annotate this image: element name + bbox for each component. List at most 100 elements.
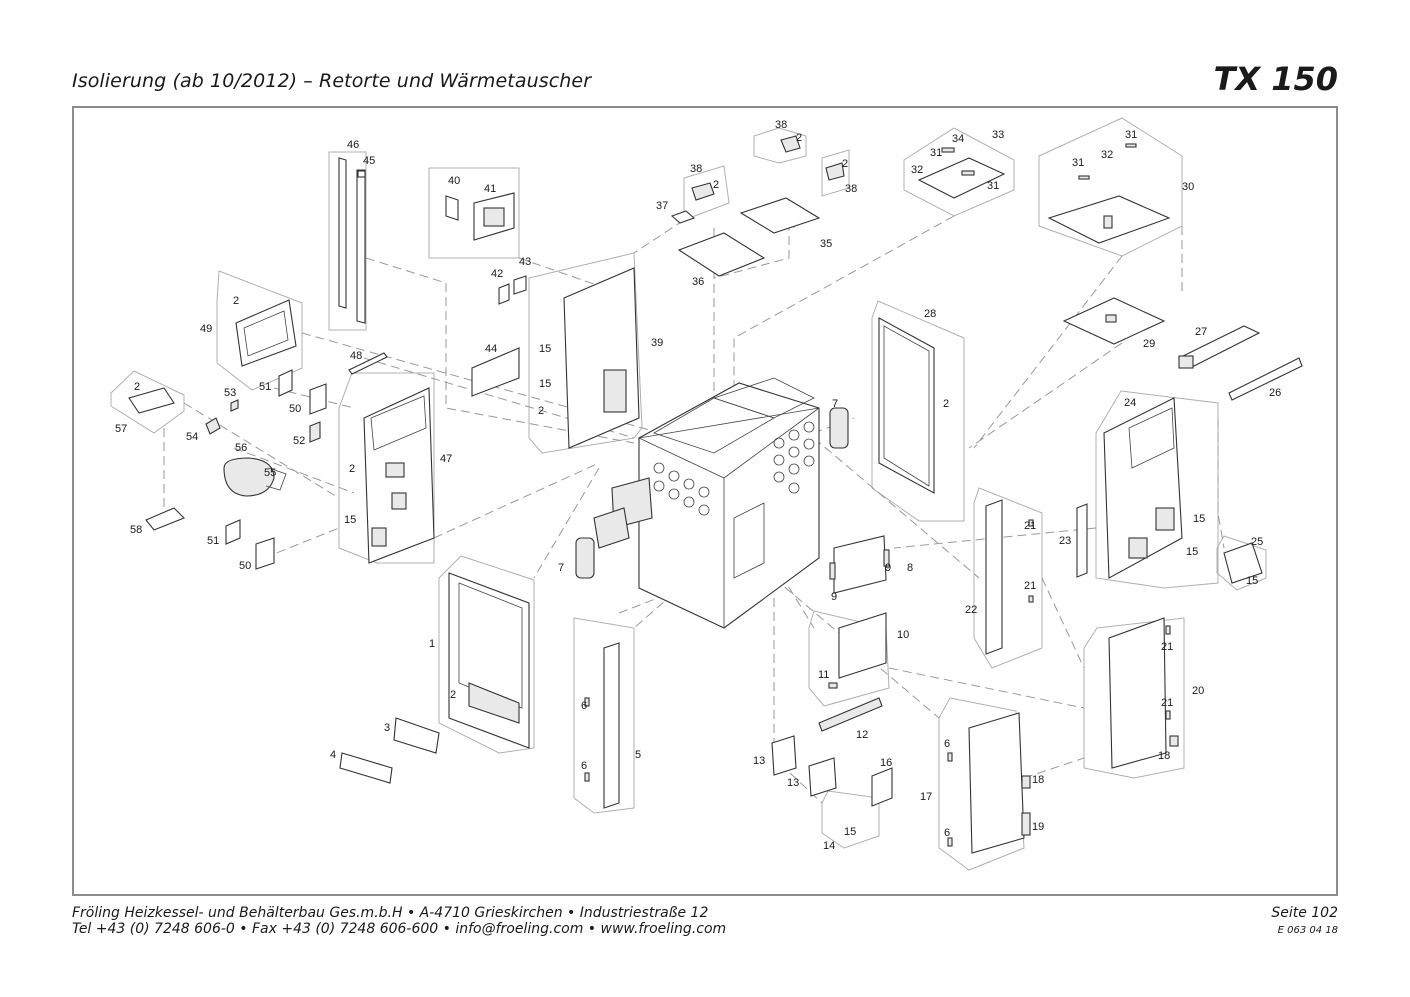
position-label: 2 <box>134 381 140 393</box>
part-7-cylinders <box>575 407 849 579</box>
part-39-panel <box>563 267 640 449</box>
position-label: 44 <box>485 343 497 355</box>
leader-lines <box>163 208 1225 804</box>
position-label: 58 <box>130 524 142 536</box>
position-label: 15 <box>539 378 551 390</box>
position-label: 14 <box>823 840 835 852</box>
part-13-14-16-blocks <box>771 735 893 807</box>
position-label: 50 <box>239 560 251 572</box>
position-label: 15 <box>1186 546 1198 558</box>
position-label: 7 <box>832 398 838 410</box>
position-label: 30 <box>1182 181 1194 193</box>
position-label: 2 <box>943 398 949 410</box>
position-label: 23 <box>1059 535 1071 547</box>
position-label: 24 <box>1124 397 1136 409</box>
position-label: 51 <box>259 381 271 393</box>
position-label: 48 <box>350 350 362 362</box>
part-23-strip <box>1076 503 1088 578</box>
footer-contact: Tel +43 (0) 7248 606-0 • Fax +43 (0) 724… <box>72 921 727 937</box>
position-label: 2 <box>233 295 239 307</box>
position-label: 4 <box>330 749 336 761</box>
position-label: 38 <box>845 183 857 195</box>
position-label: 21 <box>1161 641 1173 653</box>
position-label: 49 <box>200 323 212 335</box>
part-10-11-plate <box>828 612 887 689</box>
position-label: 18 <box>1158 750 1170 762</box>
part-46-45-strips <box>338 157 366 324</box>
position-label: 21 <box>1024 520 1036 532</box>
position-label: 7 <box>558 562 564 574</box>
part-3-4-plinths <box>339 717 440 784</box>
position-label: 19 <box>1032 821 1044 833</box>
position-label: 38 <box>690 163 702 175</box>
position-label: 29 <box>1143 338 1155 350</box>
position-label: 21 <box>1024 580 1036 592</box>
position-label: 15 <box>344 514 356 526</box>
position-label: 1 <box>429 638 435 650</box>
document-code: E 063 04 18 <box>1277 925 1338 936</box>
part-27-26-rails <box>1177 325 1303 401</box>
position-label: 22 <box>965 604 977 616</box>
position-label: 37 <box>656 200 668 212</box>
position-label: 6 <box>581 700 587 712</box>
position-label: 46 <box>347 139 359 151</box>
position-label: 15 <box>539 343 551 355</box>
position-label: 2 <box>349 463 355 475</box>
position-label: 31 <box>1125 129 1137 141</box>
page-number: Seite 102 <box>1271 905 1338 921</box>
position-label: 26 <box>1269 387 1281 399</box>
position-label: 31 <box>930 147 942 159</box>
position-label: 53 <box>224 387 236 399</box>
position-label: 31 <box>1072 157 1084 169</box>
position-label: 6 <box>944 738 950 750</box>
part-8-9-plate <box>829 535 890 594</box>
part-30-29-top-plates <box>1047 143 1171 345</box>
position-label: 45 <box>363 155 375 167</box>
position-label: 52 <box>293 435 305 447</box>
position-label: 13 <box>753 755 765 767</box>
part-25-bracket <box>1223 542 1263 584</box>
position-label: 38 <box>775 119 787 131</box>
page-title: Isolierung (ab 10/2012) – Retorte und Wä… <box>72 70 592 92</box>
position-label: 2 <box>713 179 719 191</box>
part-1-door <box>448 572 530 749</box>
part-24-side-panel <box>1103 397 1183 579</box>
part-12-rail <box>818 697 883 732</box>
position-label: 51 <box>207 535 219 547</box>
position-label: 50 <box>289 403 301 415</box>
position-label: 2 <box>796 132 802 144</box>
part-20-21-panel <box>1108 617 1179 769</box>
part-5-6-strip <box>584 642 620 809</box>
position-label: 2 <box>450 689 456 701</box>
footer-address: Fröling Heizkessel- und Behälterbau Ges.… <box>72 905 709 921</box>
position-label: 54 <box>186 431 198 443</box>
exploded-view-diagram: 4645404142434415152393738236382238353134… <box>110 117 1303 871</box>
position-label: 35 <box>820 238 832 250</box>
part-33-34-31-32-top <box>917 147 1006 199</box>
part-47-front-panel <box>363 387 435 564</box>
part-48-rail <box>348 352 388 375</box>
position-label: 47 <box>440 453 452 465</box>
position-label: 17 <box>920 791 932 803</box>
position-label: 31 <box>987 180 999 192</box>
position-label: 32 <box>1101 149 1113 161</box>
position-label: 57 <box>115 423 127 435</box>
position-label: 15 <box>844 826 856 838</box>
part-55-56-burner-cover <box>223 457 287 497</box>
position-label: 41 <box>484 183 496 195</box>
part-50-51-52-53-54-small <box>205 369 327 570</box>
part-49-panel <box>235 299 297 367</box>
position-label: 9 <box>885 562 891 574</box>
position-label: 42 <box>491 268 503 280</box>
part-22-21-strip <box>985 499 1034 655</box>
position-label: 43 <box>519 256 531 268</box>
position-label: 5 <box>635 749 641 761</box>
position-label: 36 <box>692 276 704 288</box>
position-label: 32 <box>911 164 923 176</box>
part-28-door-panel <box>878 317 935 494</box>
position-label: 16 <box>880 757 892 769</box>
position-label: 10 <box>897 629 909 641</box>
position-label: 33 <box>992 129 1004 141</box>
position-label: 3 <box>384 722 390 734</box>
